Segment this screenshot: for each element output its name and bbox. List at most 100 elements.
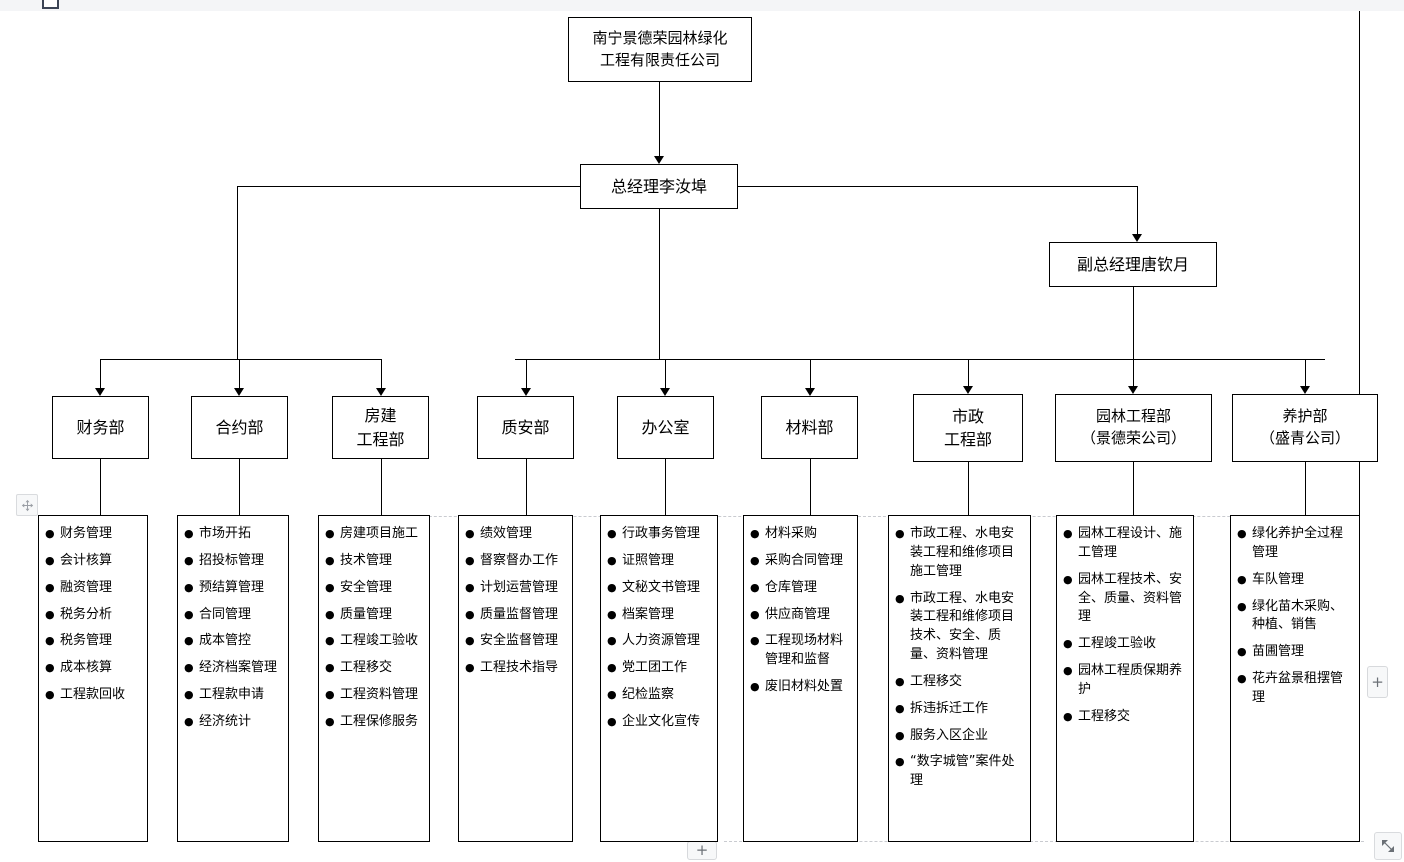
- list-item: “数字城管”案件处理: [895, 753, 1024, 791]
- stem-contract: [239, 459, 240, 515]
- list-item: 经济统计: [184, 713, 282, 732]
- arrow-quality: [521, 388, 531, 396]
- arrow-office: [660, 388, 670, 396]
- add-column-button[interactable]: +: [1367, 666, 1388, 698]
- list-item: 证照管理: [607, 552, 711, 571]
- duty-panel-office[interactable]: 行政事务管理 证照管理 文秘文书管理 档案管理 人力资源管理 党工团工作 纪检监…: [600, 515, 718, 842]
- add-row-button[interactable]: +: [687, 841, 717, 860]
- list-item: 经济档案管理: [184, 659, 282, 678]
- dept-title-landscape-eng[interactable]: 园林工程部 （景德荣公司）: [1055, 394, 1212, 462]
- stem-material: [810, 459, 811, 515]
- stem-building: [381, 459, 382, 515]
- list-item: 市政工程、水电安装工程和维修项目技术、安全、质量、资料管理: [895, 590, 1024, 665]
- connector-company-gm: [659, 82, 660, 156]
- duty-panel-landscape-eng[interactable]: 园林工程设计、施工管理 园林工程技术、安全、质量、资料管理 工程竣工验收 园林工…: [1056, 515, 1194, 842]
- list-item: 质量管理: [325, 606, 423, 625]
- stem-municipal: [968, 462, 969, 515]
- duty-panel-material[interactable]: 材料采购 采购合同管理 仓库管理 供应商管理 工程现场材料管理和监督 废旧材料处…: [743, 515, 858, 842]
- arrow-maintenance: [1300, 386, 1310, 394]
- list-item: 合同管理: [184, 606, 282, 625]
- dept-bus-center-cap: [515, 359, 517, 360]
- list-item: 党工团工作: [607, 659, 711, 678]
- duty-list-municipal-eng: 市政工程、水电安装工程和维修项目施工管理 市政工程、水电安装工程和维修项目技术、…: [895, 525, 1024, 791]
- list-item: 园林工程设计、施工管理: [1063, 525, 1187, 563]
- node-company-line-1: 南宁景德荣园林绿化: [592, 28, 728, 47]
- duty-panel-municipal-eng[interactable]: 市政工程、水电安装工程和维修项目施工管理 市政工程、水电安装工程和维修项目技术、…: [888, 515, 1031, 842]
- duty-list-office: 行政事务管理 证照管理 文秘文书管理 档案管理 人力资源管理 党工团工作 纪检监…: [607, 525, 711, 732]
- arrow-municipal: [963, 386, 973, 394]
- list-item: 税务管理: [45, 632, 141, 651]
- move-icon[interactable]: [16, 494, 38, 516]
- duty-panel-finance[interactable]: 财务管理 会计核算 融资管理 税务分析 税务管理 成本核算 工程款回收: [38, 515, 148, 842]
- connector-bus-office: [665, 359, 666, 388]
- stem-office: [665, 459, 666, 515]
- duty-panel-building-eng[interactable]: 房建项目施工 技术管理 安全管理 质量管理 工程竣工验收 工程移交 工程资料管理…: [318, 515, 430, 842]
- node-company[interactable]: 南宁景德荣园林绿化 工程有限责任公司: [568, 17, 752, 82]
- arrow-finance: [95, 388, 105, 396]
- connector-gm-deputy-h: [738, 186, 1138, 187]
- dept-title-building-eng[interactable]: 房建 工程部: [332, 396, 429, 459]
- list-item: 行政事务管理: [607, 525, 711, 544]
- list-item: 花卉盆景租摆管理: [1237, 670, 1353, 708]
- list-item: 绿化苗木采购、种植、销售: [1237, 598, 1353, 636]
- list-item: 财务管理: [45, 525, 141, 544]
- list-item: 成本核算: [45, 659, 141, 678]
- duty-panel-contract[interactable]: 市场开拓 招投标管理 预结算管理 合同管理 成本管控 经济档案管理 工程款申请 …: [177, 515, 289, 842]
- list-item: 工程保修服务: [325, 713, 423, 732]
- drag-handle[interactable]: [42, 0, 59, 9]
- node-deputy-manager-label: 副总经理唐钦月: [1076, 254, 1189, 274]
- dept-title-building-eng-line-2: 工程部: [356, 429, 405, 449]
- arrow-landscape: [1128, 386, 1138, 394]
- dept-bus-left: [100, 359, 382, 360]
- dept-title-quality-safety[interactable]: 质安部: [477, 396, 574, 459]
- dept-title-contract[interactable]: 合约部: [191, 396, 288, 459]
- dept-title-office-line-1: 办公室: [641, 417, 690, 437]
- node-deputy-manager[interactable]: 副总经理唐钦月: [1049, 242, 1217, 287]
- list-item: 督察督办工作: [465, 552, 566, 571]
- connector-bus-municipal: [968, 359, 969, 386]
- list-item: 档案管理: [607, 606, 711, 625]
- connector-gm-left-v: [237, 186, 238, 359]
- dept-title-maintenance[interactable]: 养护部 （盛青公司）: [1232, 394, 1378, 462]
- editor-top-bar: [0, 0, 1404, 11]
- dept-title-municipal-eng-line-2: 工程部: [943, 430, 992, 449]
- connector-bus-contract: [239, 359, 240, 388]
- duty-list-finance: 财务管理 会计核算 融资管理 税务分析 税务管理 成本核算 工程款回收: [45, 525, 141, 705]
- list-item: 安全管理: [325, 579, 423, 598]
- list-item: 园林工程质保期养护: [1063, 662, 1187, 700]
- list-item: 园林工程技术、安全、质量、资料管理: [1063, 571, 1187, 628]
- list-item: 房建项目施工: [325, 525, 423, 544]
- list-item: 苗圃管理: [1237, 643, 1353, 662]
- duty-list-landscape-eng: 园林工程设计、施工管理 园林工程技术、安全、质量、资料管理 工程竣工验收 园林工…: [1063, 525, 1187, 727]
- duty-list-material: 材料采购 采购合同管理 仓库管理 供应商管理 工程现场材料管理和监督 废旧材料处…: [750, 525, 851, 697]
- duty-panel-maintenance[interactable]: 绿化养护全过程管理 车队管理 绿化苗木采购、种植、销售 苗圃管理 花卉盆景租摆管…: [1230, 515, 1360, 842]
- dept-title-finance[interactable]: 财务部: [52, 396, 149, 459]
- list-item: 市场开拓: [184, 525, 282, 544]
- dept-title-quality-safety-line-1: 质安部: [501, 417, 550, 437]
- list-item: 车队管理: [1237, 571, 1353, 590]
- list-item: 工程竣工验收: [325, 632, 423, 651]
- list-item: 技术管理: [325, 552, 423, 571]
- list-item: 安全监督管理: [465, 632, 566, 651]
- list-item: 服务入区企业: [895, 727, 1024, 746]
- list-item: 工程现场材料管理和监督: [750, 632, 851, 670]
- dept-title-material[interactable]: 材料部: [761, 396, 858, 459]
- dept-title-municipal-eng[interactable]: 市政 工程部: [913, 394, 1023, 462]
- list-item: 市政工程、水电安装工程和维修项目施工管理: [895, 525, 1024, 582]
- dept-title-contract-line-1: 合约部: [215, 417, 264, 437]
- dept-title-landscape-eng-line-1: 园林工程部: [1095, 407, 1171, 426]
- resize-corner-icon[interactable]: [1374, 832, 1402, 860]
- node-general-manager[interactable]: 总经理李汝埠: [580, 164, 738, 209]
- list-item: 税务分析: [45, 606, 141, 625]
- arrow-building: [376, 388, 386, 396]
- connector-bus-finance: [100, 359, 101, 388]
- arrow-material: [805, 388, 815, 396]
- dept-title-office[interactable]: 办公室: [617, 396, 714, 459]
- list-item: 人力资源管理: [607, 632, 711, 651]
- dept-title-building-eng-line-1: 房建: [364, 406, 397, 426]
- connector-bus-landscape: [1133, 359, 1134, 386]
- duty-panel-quality-safety[interactable]: 绩效管理 督察督办工作 计划运营管理 质量监督管理 安全监督管理 工程技术指导: [458, 515, 573, 842]
- list-item: 计划运营管理: [465, 579, 566, 598]
- list-item: 工程技术指导: [465, 659, 566, 678]
- connector-bus-quality: [526, 359, 527, 388]
